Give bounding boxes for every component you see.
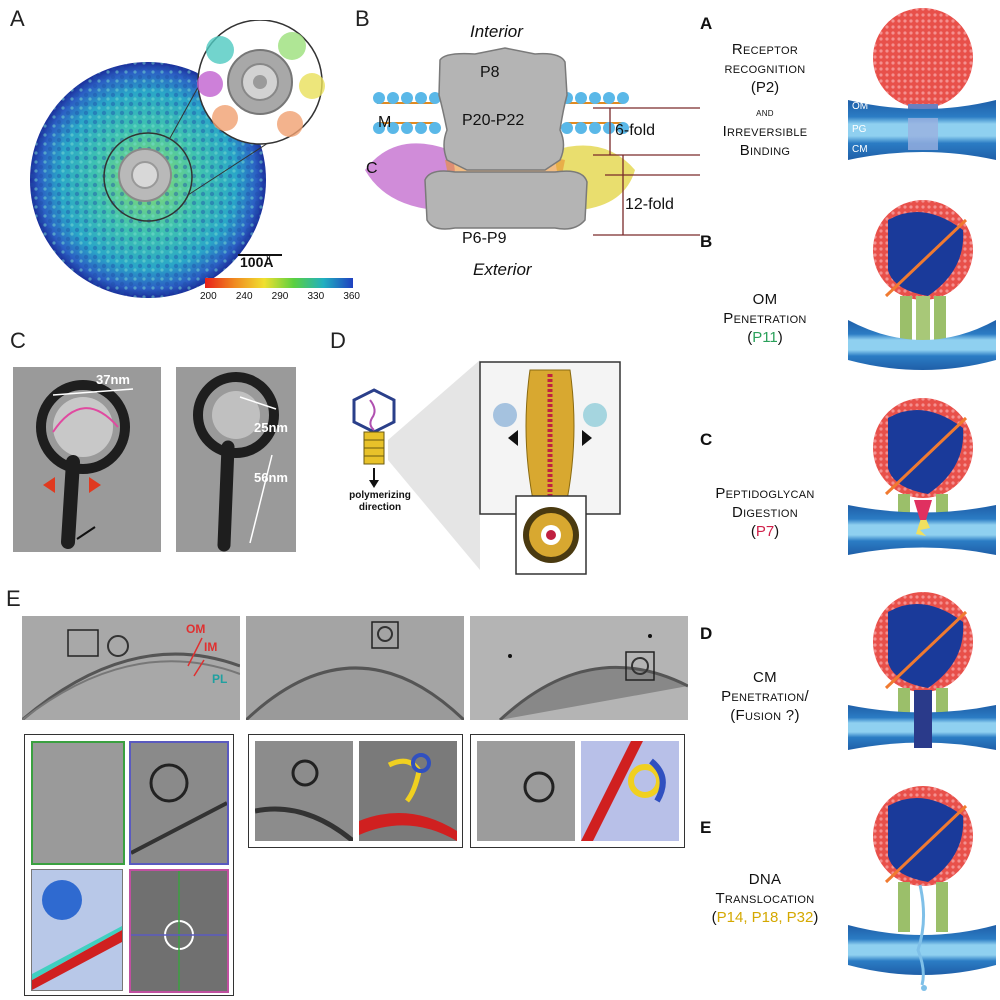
label-p8: P8 xyxy=(480,64,500,81)
segmentation-e3 xyxy=(581,741,679,841)
membrane-label-om: OM xyxy=(852,101,869,112)
orthoslice-zoom xyxy=(129,741,229,865)
tomogram-e2 xyxy=(246,616,464,720)
step-letter-b: B xyxy=(700,232,713,251)
tomogram-c-left xyxy=(13,367,161,552)
panel-label-c: C xyxy=(10,328,26,353)
label-p6-p9: P6-P9 xyxy=(462,230,507,247)
tomo-slice-e3 xyxy=(477,741,575,841)
tomogram-c-right xyxy=(176,367,296,552)
orthoslice-xy xyxy=(31,741,125,865)
step-a-illustration xyxy=(848,8,996,160)
membrane-left xyxy=(373,92,441,134)
infection-steps-illustration xyxy=(848,8,996,991)
step-letter-d: D xyxy=(700,624,713,643)
membrane-label-pg: PG xyxy=(852,124,867,135)
label-12-fold: 12-fold xyxy=(625,196,674,213)
label-exterior: Exterior xyxy=(473,260,532,279)
segmentation-e2 xyxy=(359,741,457,841)
vertex-circle xyxy=(103,132,193,222)
measure-37nm: 37nm xyxy=(96,372,130,387)
vertex-lower xyxy=(424,170,588,230)
label-om-em: OM xyxy=(186,622,206,636)
step-letter-c: C xyxy=(700,430,713,449)
zoom-frame-e1 xyxy=(24,734,234,996)
panel-d-tube-diagram xyxy=(352,360,621,575)
step-b-text: OM Penetration (P11) xyxy=(723,291,807,346)
label-p20-p22: P20-P22 xyxy=(462,112,525,129)
step-a-text: Receptor recognition (P2) and Irreversib… xyxy=(722,41,808,159)
orthoslice-xz xyxy=(129,869,229,993)
tomogram-e3 xyxy=(470,616,688,720)
measure-56nm: 56nm xyxy=(254,470,288,485)
zoom-frame-e2 xyxy=(248,734,463,848)
label-pl-em: PL xyxy=(212,672,228,686)
step-c-text: Peptidoglycan Digestion (P7) xyxy=(715,485,815,540)
scale-bar-label: 100Å xyxy=(240,254,274,270)
panel-b-vertex-section xyxy=(365,47,700,236)
colorbar xyxy=(205,278,353,288)
step-letter-a: A xyxy=(700,14,713,33)
panel-label-a: A xyxy=(10,6,25,31)
panel-label-e: E xyxy=(6,586,21,611)
step-c-illustration xyxy=(848,398,996,555)
step-letter-e: E xyxy=(700,818,712,837)
measure-25nm: 25nm xyxy=(254,420,288,435)
label-membrane: M xyxy=(378,114,392,131)
polymerizing-direction-caption: polymerizing direction xyxy=(349,490,411,513)
step-e-illustration xyxy=(848,786,996,991)
label-capsid: C xyxy=(366,160,378,177)
vertex-center xyxy=(131,161,159,189)
membrane-right xyxy=(561,92,629,134)
zoom-frame-e3 xyxy=(470,734,685,848)
step-d-illustration xyxy=(848,592,996,750)
colorbar-ticks: 200 240 290 330 360 xyxy=(200,291,360,302)
vertex-upper xyxy=(438,47,568,171)
surface-render-e1 xyxy=(31,869,123,991)
step-e-text: DNA Translocation (P14, P18, P32) xyxy=(711,871,819,926)
panel-a-capsid-map xyxy=(30,20,325,298)
label-im-em: IM xyxy=(204,640,218,654)
panel-label-b: B xyxy=(355,6,370,31)
panel-label-d: D xyxy=(330,328,346,353)
label-interior: Interior xyxy=(470,22,523,41)
step-d-text: CM Penetration/ (Fusion ?) xyxy=(721,669,809,724)
tomogram-e1 xyxy=(22,616,240,720)
scale-bar-line xyxy=(238,254,282,256)
membrane-label-cm: CM xyxy=(852,144,868,155)
label-6-fold: 6-fold xyxy=(615,122,656,139)
tomo-slice-e2 xyxy=(254,741,355,843)
step-b-illustration xyxy=(848,200,996,370)
